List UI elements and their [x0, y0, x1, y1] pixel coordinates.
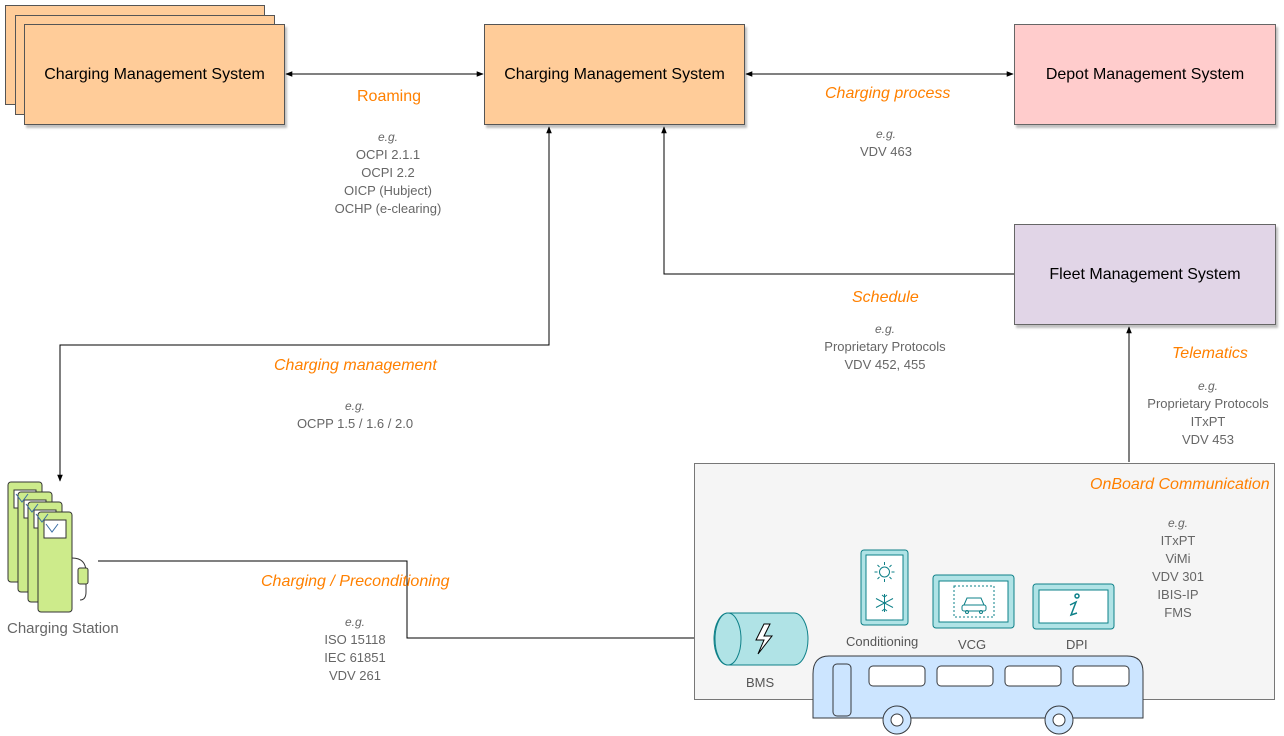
onboard-note: e.g. ITxPT ViMi VDV 301 IBIS-IP FMS — [1151, 516, 1205, 620]
charging-station-label: Charging Station — [7, 620, 119, 637]
edge-charging-management — [57, 126, 552, 482]
sun-icon — [874, 562, 895, 582]
roaming-note: e.g. OCPI 2.1.1 OCPI 2.2 OICP (Hubject) … — [334, 130, 442, 216]
cms-center-label: Charging Management System — [504, 65, 725, 83]
dpi-label: DPI — [1066, 637, 1088, 652]
bms-label: BMS — [746, 675, 775, 690]
preconditioning-label: Charging / Preconditioning — [261, 573, 450, 590]
cms-left-label: Charging Management System — [44, 65, 265, 83]
cms-left-box[interactable]: Charging Management System — [24, 24, 285, 125]
telematics-label: Telematics — [1172, 345, 1248, 362]
charging-process-label: Charging process — [825, 85, 951, 102]
dpi-icon[interactable] — [1032, 583, 1116, 631]
charging-station-icon[interactable] — [4, 478, 104, 614]
edge-preconditioning — [98, 560, 713, 641]
schedule-label: Schedule — [852, 289, 919, 306]
snowflake-icon — [875, 594, 894, 612]
conditioning-label: Conditioning — [846, 634, 919, 649]
vcg-label: VCG — [958, 637, 987, 652]
car-icon — [961, 597, 987, 614]
depot-box[interactable]: Depot Management System — [1014, 24, 1276, 125]
fleet-label: Fleet Management System — [1049, 265, 1241, 283]
battery-lightning-icon[interactable] — [712, 610, 812, 668]
cms-center-box[interactable]: Charging Management System — [484, 24, 745, 125]
charging-process-note: e.g. VDV 463 — [859, 127, 913, 159]
roaming-label: Roaming — [357, 88, 422, 105]
charging-management-label: Charging management — [274, 357, 437, 374]
preconditioning-note: e.g. ISO 15118 IEC 61851 VDV 261 — [324, 615, 386, 683]
info-icon — [1069, 593, 1080, 617]
edge-schedule — [661, 126, 1014, 275]
fleet-box[interactable]: Fleet Management System — [1014, 224, 1276, 325]
onboard-label: OnBoard Communication — [1090, 476, 1270, 493]
depot-label: Depot Management System — [1045, 65, 1245, 83]
vcg-icon[interactable] — [932, 574, 1016, 630]
telematics-note: e.g. Proprietary Protocols ITxPT VDV 453 — [1147, 379, 1269, 447]
schedule-note: e.g. Proprietary Protocols VDV 452, 455 — [824, 322, 946, 372]
conditioning-icon[interactable] — [860, 549, 910, 627]
bus-icon[interactable] — [811, 652, 1147, 736]
charging-management-note: e.g. OCPP 1.5 / 1.6 / 2.0 — [296, 399, 414, 431]
